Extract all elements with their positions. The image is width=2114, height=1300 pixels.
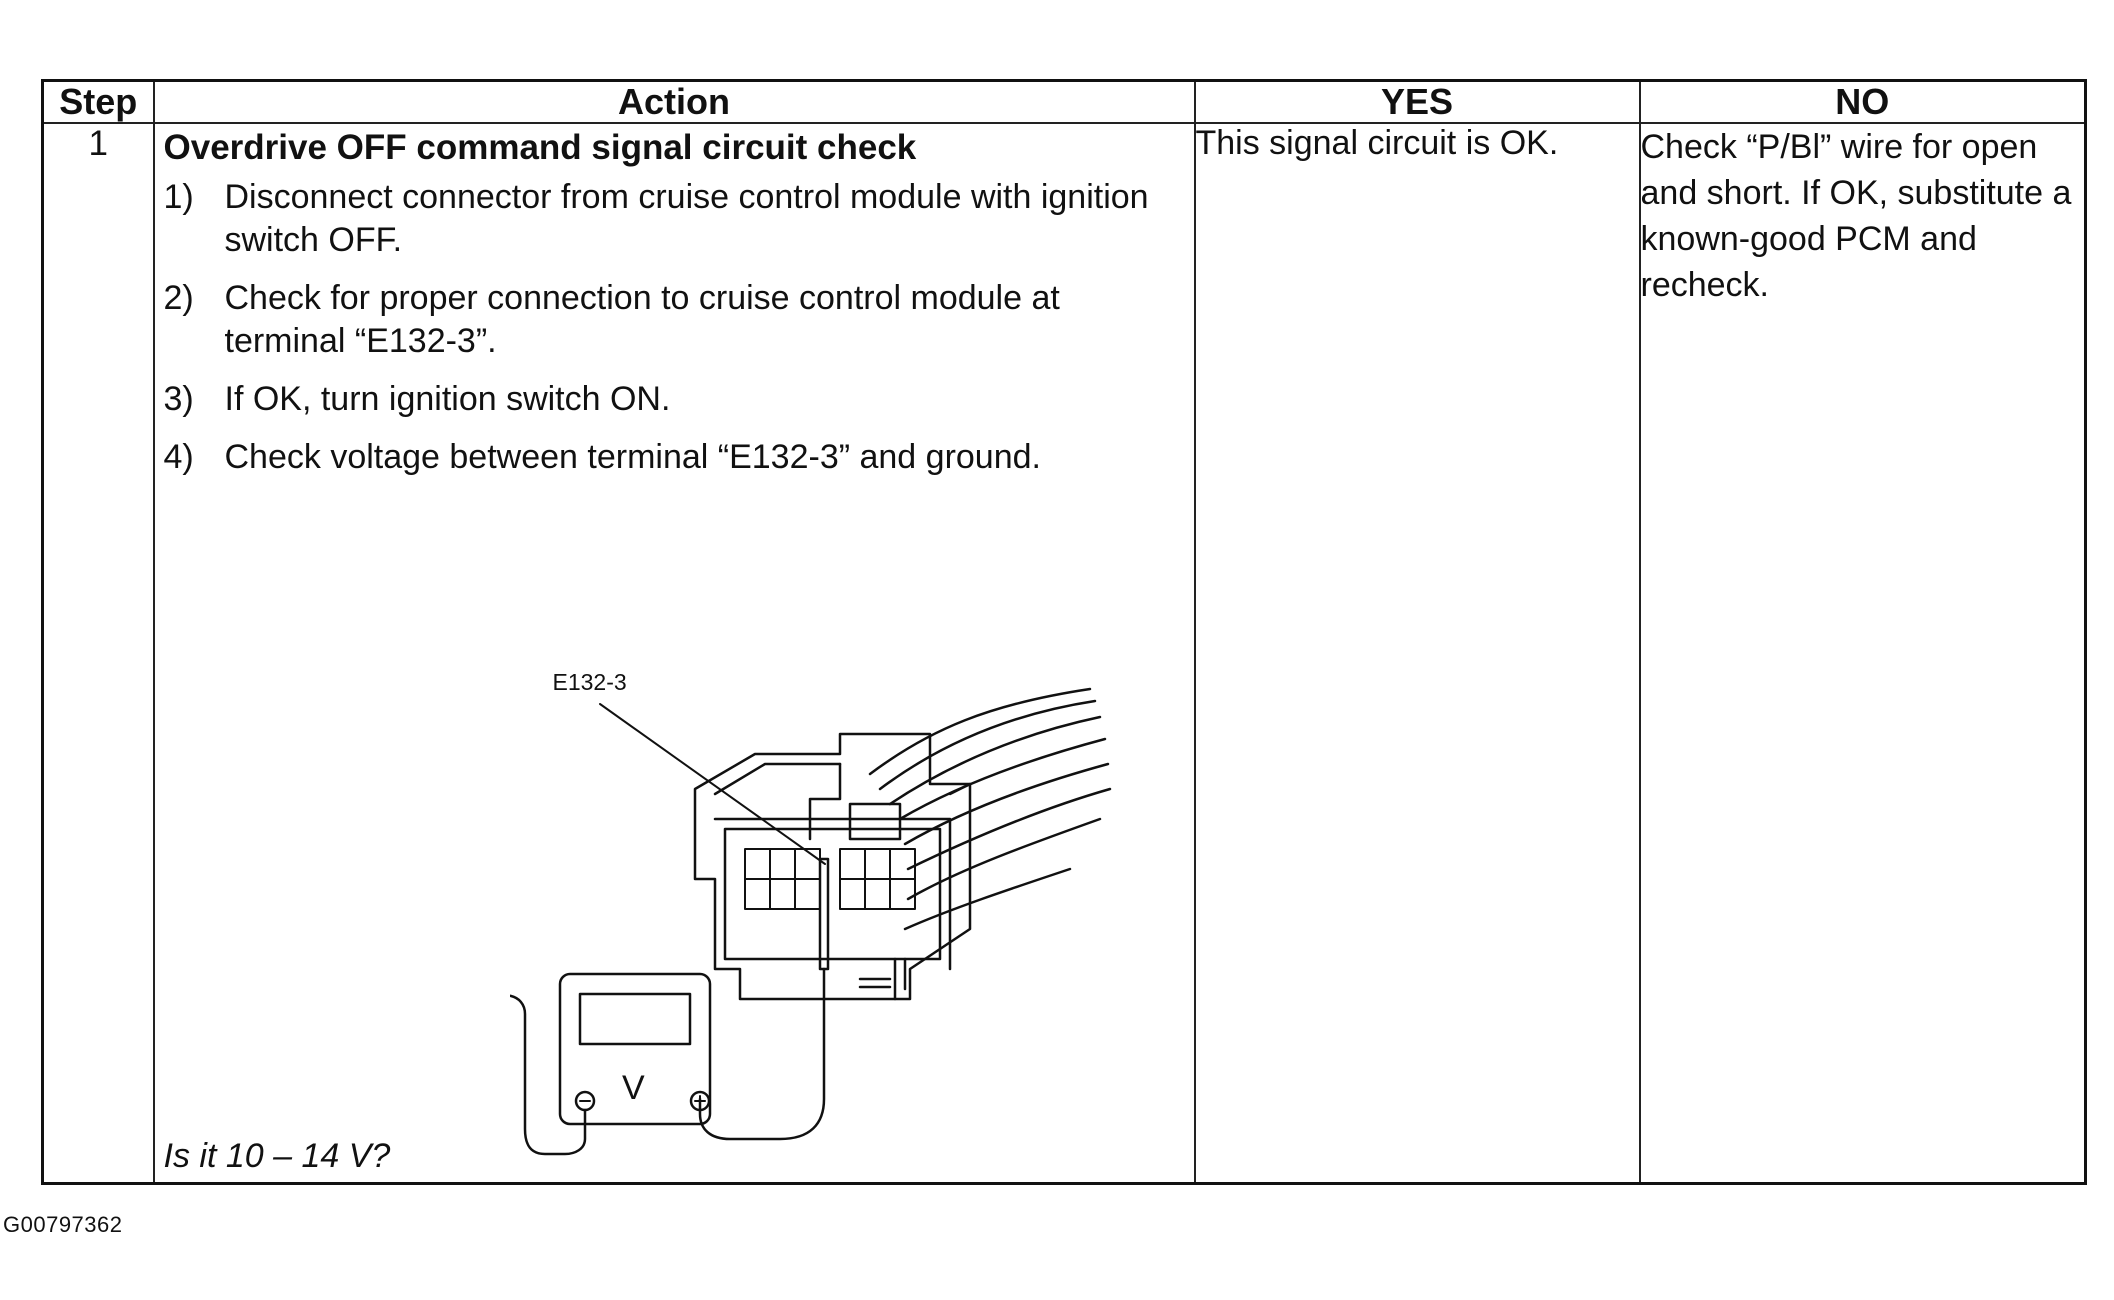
terminal-label: E132-3 — [552, 669, 627, 695]
item-number: 3) — [163, 380, 194, 418]
item-text: Check for proper connection to cruise co… — [224, 279, 1060, 360]
connector-body — [693, 732, 971, 1001]
diagnostic-table: Step Action YES NO 1 Overdrive OFF comma… — [41, 79, 2087, 1185]
item-text: If OK, turn ignition switch ON. — [224, 380, 671, 418]
yes-result: This signal circuit is OK. — [1193, 122, 1641, 1185]
item-text: Disconnect connector from cruise control… — [224, 178, 1149, 259]
header-step: Step — [41, 79, 155, 124]
check-question: Is it 10 – 14 V? — [163, 1137, 391, 1175]
figure-id: G00797362 — [3, 1212, 123, 1237]
item-number: 2) — [163, 279, 194, 317]
list-item: 1) Disconnect connector from cruise contr… — [155, 176, 1194, 262]
action-cell: Overdrive OFF command signal circuit che… — [152, 122, 1196, 1185]
table-row: 1 Overdrive OFF command signal circuit c… — [41, 122, 2087, 1185]
list-item: 2) Check for proper connection to cruise … — [155, 277, 1194, 363]
item-text: Check voltage between terminal “E132-3” … — [224, 438, 1041, 476]
no-result: Check “P/Bl” wire for open and short. If… — [1638, 122, 2087, 1185]
header-row: Step Action YES NO — [41, 79, 2087, 124]
wire-harness — [868, 687, 1111, 931]
voltmeter: V — [558, 972, 711, 1126]
probe-negative — [509, 994, 586, 1156]
item-number: 1) — [163, 178, 194, 216]
header-action: Action — [152, 79, 1196, 124]
list-item: 4) Check voltage between terminal “E132-3… — [155, 436, 1194, 479]
list-item: 3) If OK, turn ignition switch ON. — [155, 378, 1194, 421]
header-no: NO — [1638, 79, 2087, 124]
step-number: 1 — [41, 122, 155, 1185]
meter-unit-label: V — [622, 1069, 645, 1107]
terminal-grid — [743, 848, 916, 910]
header-yes: YES — [1193, 79, 1641, 124]
terminal-leader-line — [598, 703, 826, 865]
connector-voltmeter-illustration: V — [509, 687, 1111, 1156]
action-steps: 1) Disconnect connector from cruise contr… — [155, 176, 1194, 479]
item-number: 4) — [163, 438, 194, 476]
action-title: Overdrive OFF command signal circuit che… — [163, 128, 917, 167]
